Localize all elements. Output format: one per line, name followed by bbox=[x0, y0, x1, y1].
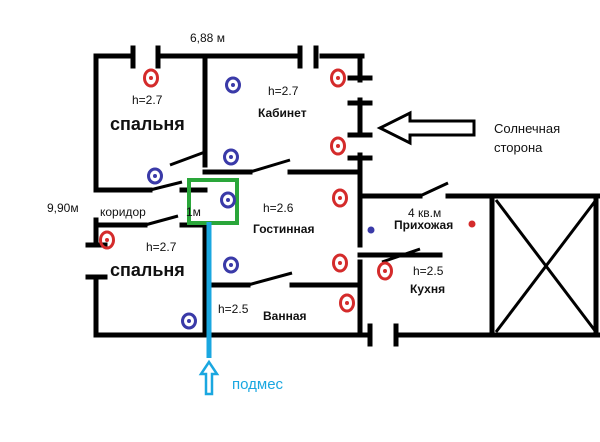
sunny-side-line1: Солнечная bbox=[494, 121, 560, 136]
bedroom-top-name: спальня bbox=[110, 114, 185, 134]
width-dimension: 6,88 м bbox=[190, 31, 225, 45]
bathroom-height: h=2.5 bbox=[218, 302, 249, 316]
hot-marker bbox=[330, 136, 346, 156]
inflow-label: подмес bbox=[232, 376, 284, 393]
hallway-name: Прихожая bbox=[394, 218, 453, 232]
bathroom-name: Ванная bbox=[263, 309, 307, 323]
cold-marker bbox=[223, 148, 239, 166]
bedroom-top-height: h=2.7 bbox=[132, 93, 163, 107]
inflow-arrow-icon bbox=[198, 359, 220, 396]
hot-marker bbox=[339, 293, 355, 313]
cold-marker bbox=[181, 312, 197, 330]
walls bbox=[85, 45, 600, 347]
hot-marker bbox=[377, 261, 393, 281]
hot-marker bbox=[468, 220, 476, 228]
sunny-side-line2: сторона bbox=[494, 140, 543, 155]
hot-marker bbox=[330, 68, 346, 88]
living-height: h=2.6 bbox=[263, 201, 294, 215]
bedroom-bottom-height: h=2.7 bbox=[146, 240, 177, 254]
hot-marker bbox=[143, 68, 159, 88]
cold-marker bbox=[225, 76, 241, 94]
cold-marker bbox=[223, 256, 239, 274]
cold-marker bbox=[147, 167, 163, 185]
office-height: h=2.7 bbox=[268, 84, 299, 98]
hot-marker bbox=[332, 188, 348, 208]
office-name: Кабинет bbox=[258, 106, 307, 120]
cold-marker bbox=[367, 226, 375, 234]
markers bbox=[99, 68, 476, 330]
sun-arrow-icon bbox=[376, 110, 476, 146]
bedroom-bottom-name: спальня bbox=[110, 260, 185, 280]
height-dimension: 9,90м bbox=[47, 201, 79, 215]
hallway-area: 4 кв.м bbox=[408, 206, 441, 220]
doors bbox=[144, 150, 449, 287]
corridor-width: 1м bbox=[186, 205, 201, 219]
highlight-box bbox=[187, 178, 239, 225]
kitchen-height: h=2.5 bbox=[413, 264, 444, 278]
cold-marker bbox=[220, 191, 236, 209]
living-name: Гостинная bbox=[253, 222, 314, 236]
hot-marker bbox=[332, 253, 348, 273]
hot-marker bbox=[99, 230, 115, 250]
corridor-name: коридор bbox=[100, 205, 146, 219]
kitchen-name: Кухня bbox=[410, 282, 445, 296]
